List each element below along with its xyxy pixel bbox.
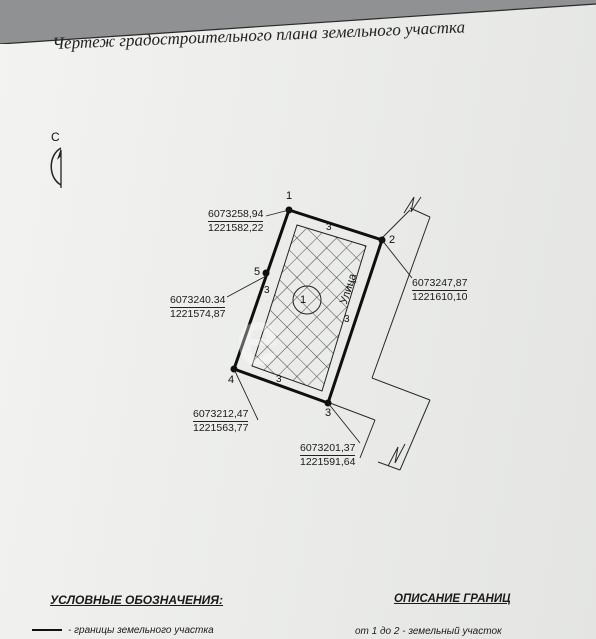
coord-1-y: 1221582,22 <box>208 222 264 234</box>
coord-4-y: 1221563,77 <box>193 422 249 434</box>
vertex-label-2: 2 <box>389 234 396 246</box>
vertex-label-3: 3 <box>325 407 332 419</box>
plot-number-circle <box>292 285 322 315</box>
coord-4-x: 6073212,47 <box>193 408 249 422</box>
vertex-label-5: 5 <box>254 266 261 278</box>
boundary-line-symbol <box>32 629 62 632</box>
north-arrow-icon <box>50 147 62 188</box>
leader-lines <box>226 209 413 444</box>
setback-label-left: 3 <box>264 285 270 296</box>
description-item: от 1 до 2 - земельный участок <box>355 626 502 637</box>
plot-number-label: 1 <box>300 294 307 306</box>
setback-label-top: 3 <box>326 222 332 233</box>
coord-point-1: 6073258,94 1221582,22 <box>208 208 264 235</box>
coord-point-5: 6073240.34 1221574,87 <box>170 294 226 321</box>
watermark-logo: e <box>236 293 279 381</box>
coord-5-x: 6073240.34 <box>170 294 226 308</box>
sheet-top-edge <box>0 0 596 44</box>
setback-label-right: 3 <box>344 314 350 325</box>
setback-label-bottom: 3 <box>276 374 282 385</box>
coord-point-4: 6073212,47 1221563,77 <box>193 408 249 435</box>
description-heading: ОПИСАНИЕ ГРАНИЦ <box>394 593 511 605</box>
coord-3-y: 1221591,64 <box>300 456 356 468</box>
vertex-label-4: 4 <box>228 374 235 386</box>
legend-item-text: - границы земельного участка <box>68 625 214 636</box>
coord-1-x: 6073258,94 <box>208 208 264 222</box>
coord-point-2: 6073247,87 1221610,10 <box>412 277 468 304</box>
legend-item-boundary: - границы земельного участка <box>32 625 214 636</box>
north-label: С <box>51 130 60 144</box>
coord-2-y: 1221610,10 <box>412 291 468 303</box>
vertex-5 <box>262 269 270 277</box>
coord-point-3: 6073201,37 1221591,64 <box>300 442 356 469</box>
building-zone <box>251 224 367 392</box>
coord-2-x: 6073247,87 <box>412 277 468 291</box>
coord-3-x: 6073201,37 <box>300 442 356 456</box>
street-band <box>329 196 431 471</box>
vertex-label-1: 1 <box>286 190 293 202</box>
legend-heading: УСЛОВНЫЕ ОБОЗНАЧЕНИЯ: <box>50 593 224 607</box>
coord-5-y: 1221574,87 <box>170 308 226 320</box>
